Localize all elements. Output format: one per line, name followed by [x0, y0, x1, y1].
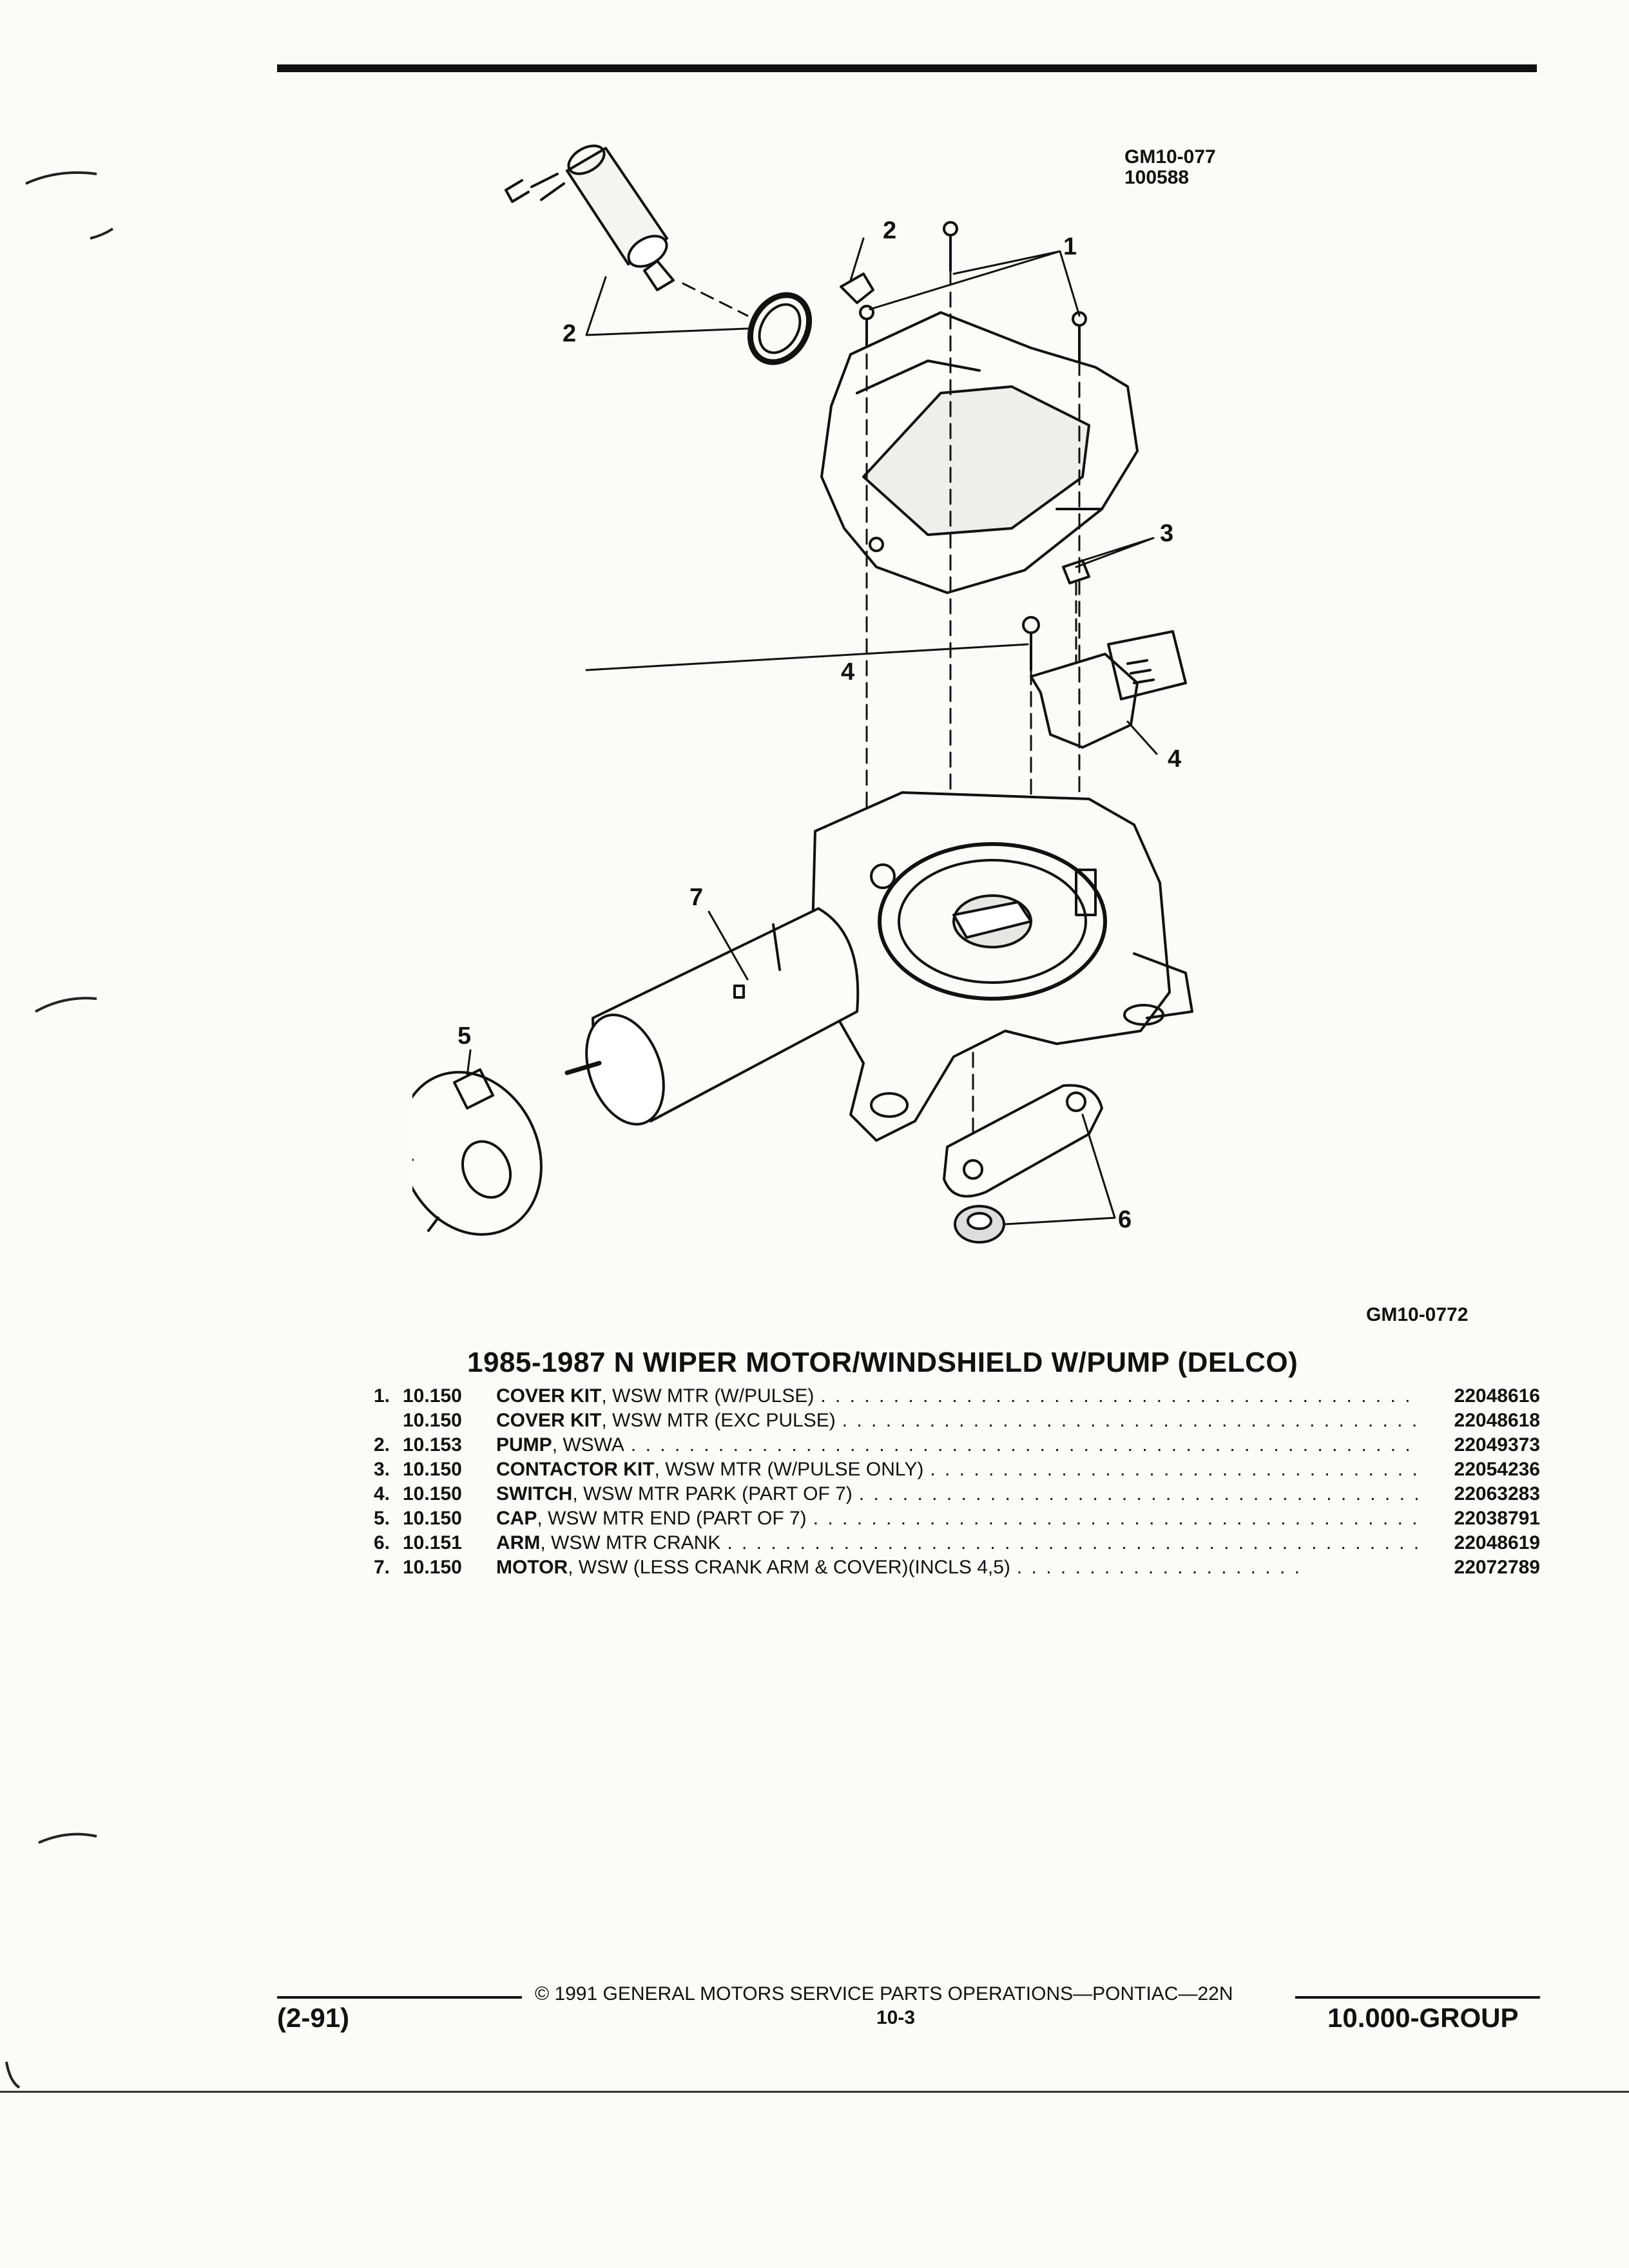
part-description: MOTOR, WSW (LESS CRANK ARM & COVER)(INCL…	[496, 1557, 1418, 1579]
part-description: SWITCH, WSW MTR PARK (PART OF 7). . . . …	[496, 1483, 1418, 1505]
end-cap-drawing	[412, 1068, 543, 1236]
diagram-ref-date: 100588	[1124, 167, 1190, 188]
part-description: CONTACTOR KIT, WSW MTR (W/PULSE ONLY) . .…	[496, 1459, 1418, 1481]
part-group-code: 10.151	[403, 1532, 462, 1553]
callout-7: 7	[689, 884, 703, 911]
diagram-ref-bottom: GM10-0772	[1366, 1304, 1469, 1325]
page-number: 10-3	[876, 2007, 916, 2028]
leader-dots: . . . . . . . . . . . . . . . . . . . .	[1016, 1557, 1302, 1578]
switch-and-contactor-drawing	[1022, 559, 1187, 749]
footer-rule-right	[1295, 1996, 1540, 1999]
parts-row: 6. 10.151 ARM, WSW MTR CRANK . . . . . . …	[361, 1532, 1540, 1557]
diagram-ref-top: GM10-077 100588	[1124, 147, 1216, 188]
bottom-edge-rule	[0, 2091, 1629, 2093]
leader-lines	[466, 237, 1158, 1225]
callout-2-pump: 2	[563, 320, 576, 347]
wiper-motor-exploded-diagram: 1 2 2 3 4 4 5 6 7	[412, 144, 1193, 1244]
part-description: COVER KIT, WSW MTR (W/PULSE). . . . . . …	[496, 1385, 1418, 1407]
parts-list: 1. 10.150 COVER KIT, WSW MTR (W/PULSE). …	[361, 1385, 1540, 1581]
parts-row: 1. 10.150 COVER KIT, WSW MTR (W/PULSE). …	[361, 1385, 1540, 1410]
callout-2-bracket: 2	[883, 217, 896, 244]
part-group-code: 10.153	[403, 1434, 462, 1456]
part-number: 22054236	[1454, 1459, 1540, 1480]
part-number: 22048619	[1454, 1532, 1540, 1553]
part-desc-text: , WSW MTR (EXC PULSE)	[601, 1410, 836, 1431]
parts-row: 3. 10.150 CONTACTOR KIT, WSW MTR (W/PULS…	[361, 1459, 1540, 1483]
part-keyword: ARM	[496, 1532, 541, 1553]
revision-date: (2-91)	[277, 2003, 350, 2033]
leader-dots: . . . . . . . . . . . . . . . . . . . . …	[858, 1483, 1418, 1504]
part-description: COVER KIT, WSW MTR (EXC PULSE) . . . . . …	[496, 1410, 1418, 1432]
part-desc-text: , WSW MTR CRANK	[540, 1532, 721, 1553]
part-number: 22063283	[1454, 1483, 1540, 1504]
part-desc-text: , WSW MTR END (PART OF 7)	[537, 1508, 807, 1529]
leader-dots: . . . . . . . . . . . . . . . . . . . . …	[630, 1434, 1418, 1456]
part-description: CAP, WSW MTR END (PART OF 7) . . . . . . …	[496, 1508, 1418, 1530]
margin-marks	[5, 171, 114, 2089]
part-keyword: COVER KIT	[496, 1385, 602, 1407]
part-item-number: 2.	[373, 1434, 390, 1456]
part-group-code: 10.150	[403, 1385, 462, 1407]
motor-can-drawing	[564, 907, 860, 1126]
part-keyword: CAP	[496, 1508, 537, 1529]
cover-drawing	[820, 311, 1139, 594]
part-description: ARM, WSW MTR CRANK . . . . . . . . . . . …	[496, 1532, 1418, 1554]
callout-4-bolt: 4	[841, 658, 854, 686]
group-label: 10.000-GROUP	[1327, 2003, 1519, 2033]
part-keyword: CONTACTOR KIT	[496, 1459, 655, 1480]
crank-arm-drawing	[943, 1084, 1103, 1244]
footer-rule-left	[277, 1996, 522, 1999]
part-description: PUMP, WSWA . . . . . . . . . . . . . . . …	[496, 1434, 1418, 1456]
part-desc-text: , WSW (LESS CRANK ARM & COVER)(INCLS 4,5…	[568, 1557, 1010, 1578]
leader-dots: . . . . . . . . . . . . . . . . . . . . …	[820, 1385, 1418, 1407]
part-keyword: COVER KIT	[496, 1410, 602, 1431]
part-keyword: MOTOR	[496, 1557, 568, 1578]
leader-dots: . . . . . . . . . . . . . . . . . . . . …	[930, 1459, 1418, 1480]
leader-dots: . . . . . . . . . . . . . . . . . . . . …	[813, 1508, 1418, 1529]
part-desc-text: , WSW MTR (W/PULSE ONLY)	[654, 1459, 924, 1480]
part-group-code: 10.150	[403, 1410, 462, 1431]
part-keyword: PUMP	[496, 1434, 552, 1456]
parts-row: 7. 10.150 MOTOR, WSW (LESS CRANK ARM & C…	[361, 1557, 1540, 1581]
part-item-number: 3.	[373, 1459, 390, 1480]
washer-pump-drawing	[505, 144, 813, 365]
leader-dots: . . . . . . . . . . . . . . . . . . . . …	[842, 1410, 1418, 1431]
part-group-code: 10.150	[403, 1557, 462, 1578]
part-keyword: SWITCH	[496, 1483, 573, 1504]
copyright-line: © 1991 GENERAL MOTORS SERVICE PARTS OPER…	[535, 1983, 1233, 2004]
part-number: 22038791	[1454, 1508, 1540, 1529]
part-number: 22048618	[1454, 1410, 1540, 1431]
bracket-drawing	[840, 273, 874, 304]
part-group-code: 10.150	[403, 1508, 462, 1529]
parts-row: 4. 10.150 SWITCH, WSW MTR PARK (PART OF …	[361, 1483, 1540, 1508]
leader-dots: . . . . . . . . . . . . . . . . . . . . …	[727, 1532, 1418, 1553]
part-item-number: 7.	[373, 1557, 390, 1578]
part-number: 22072789	[1454, 1557, 1540, 1578]
part-desc-text: , WSW MTR PARK (PART OF 7)	[572, 1483, 853, 1504]
diagram-ref-code: GM10-077	[1124, 146, 1216, 168]
part-number: 22048616	[1454, 1385, 1540, 1407]
gearbox-housing-drawing	[811, 791, 1193, 1142]
callout-5: 5	[458, 1023, 471, 1050]
callout-6: 6	[1118, 1206, 1132, 1233]
callout-4-switch: 4	[1168, 745, 1181, 773]
part-group-code: 10.150	[403, 1459, 462, 1480]
part-item-number: 6.	[373, 1532, 390, 1553]
part-item-number: 1.	[373, 1385, 390, 1407]
part-group-code: 10.150	[403, 1483, 462, 1504]
part-item-number: 4.	[373, 1483, 390, 1504]
callout-3: 3	[1160, 520, 1173, 547]
top-rule	[277, 64, 1537, 72]
part-number: 22049373	[1454, 1434, 1540, 1456]
parts-row: 10.150 COVER KIT, WSW MTR (EXC PULSE) . .…	[361, 1410, 1540, 1434]
part-item-number: 5.	[373, 1508, 390, 1529]
part-desc-text: , WSWA	[552, 1434, 624, 1456]
parts-row: 2. 10.153 PUMP, WSWA . . . . . . . . . . …	[361, 1434, 1540, 1459]
page-title: 1985-1987 N WIPER MOTOR/WINDSHIELD W/PUM…	[467, 1347, 1298, 1378]
callout-1: 1	[1063, 233, 1077, 260]
part-desc-text: , WSW MTR (W/PULSE)	[601, 1385, 815, 1407]
parts-row: 5. 10.150 CAP, WSW MTR END (PART OF 7) . …	[361, 1508, 1540, 1532]
